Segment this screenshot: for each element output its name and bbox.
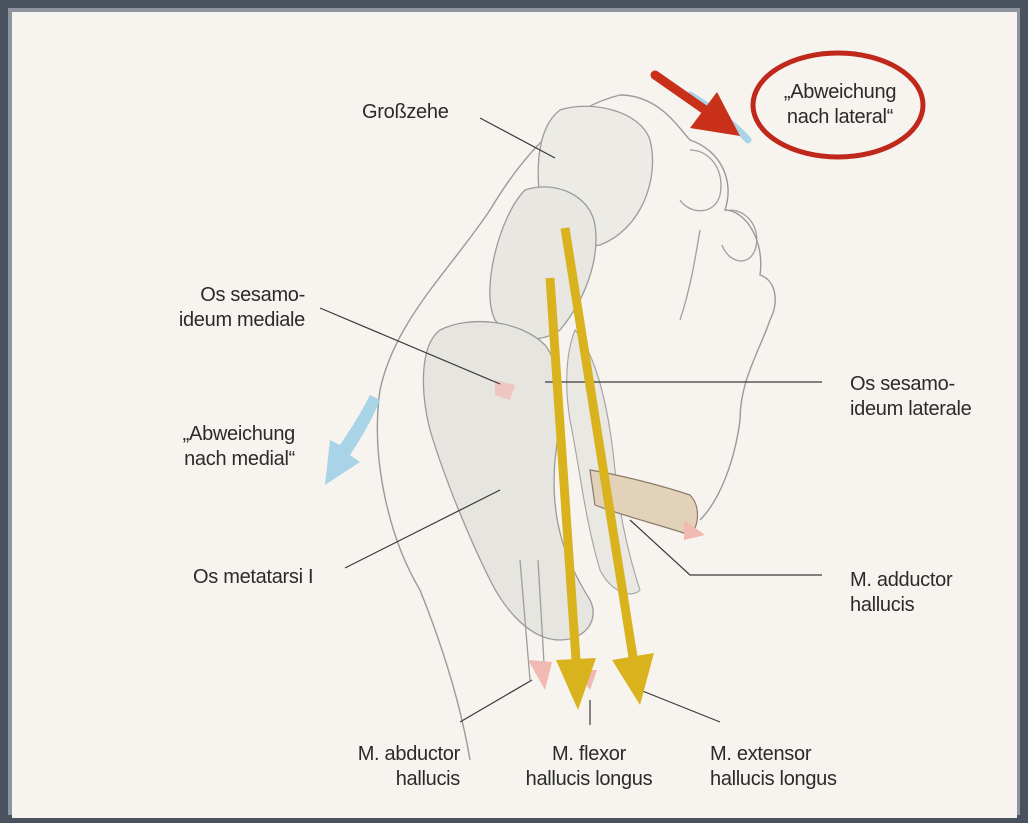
label-line: „Abweichung (140, 422, 295, 447)
label-m-abductor-hallucis: M. abductor hallucis (320, 742, 460, 792)
medial-deviation-arrow (325, 395, 380, 485)
label-line: nach medial“ (140, 447, 295, 472)
label-line: ideum mediale (140, 308, 305, 333)
label-line: M. adductor (850, 568, 952, 593)
label-line: M. abductor (320, 742, 460, 767)
label-abweichung-lateral: „Abweichung nach lateral“ (770, 80, 910, 130)
label-line: nach lateral“ (770, 105, 910, 130)
lateral-deviation-arrow (655, 75, 740, 136)
label-line: hallucis longus (505, 767, 673, 792)
label-line: hallucis (320, 767, 460, 792)
label-m-flexor-hallucis-longus: M. flexor hallucis longus (505, 742, 673, 792)
label-grosszehe: Großzehe (362, 100, 449, 125)
label-line: „Abweichung (770, 80, 910, 105)
label-os-metatarsi: Os metatarsi I (193, 565, 313, 590)
small-toes (680, 150, 757, 320)
label-line: M. extensor (710, 742, 837, 767)
label-abweichung-medial: „Abweichung nach medial“ (140, 422, 295, 472)
label-line: Os sesamo- (140, 283, 305, 308)
label-line: ideum laterale (850, 397, 971, 422)
label-line: hallucis (850, 593, 952, 618)
label-os-sesamoideum-laterale: Os sesamo- ideum laterale (850, 372, 971, 422)
label-line: M. flexor (505, 742, 673, 767)
label-m-adductor-hallucis: M. adductor hallucis (850, 568, 952, 618)
label-m-extensor-hallucis-longus: M. extensor hallucis longus (710, 742, 837, 792)
label-line: hallucis longus (710, 767, 837, 792)
label-line: Os sesamo- (850, 372, 971, 397)
insertion-mark-abductor (528, 660, 552, 690)
label-os-sesamoideum-mediale: Os sesamo- ideum mediale (140, 283, 305, 333)
